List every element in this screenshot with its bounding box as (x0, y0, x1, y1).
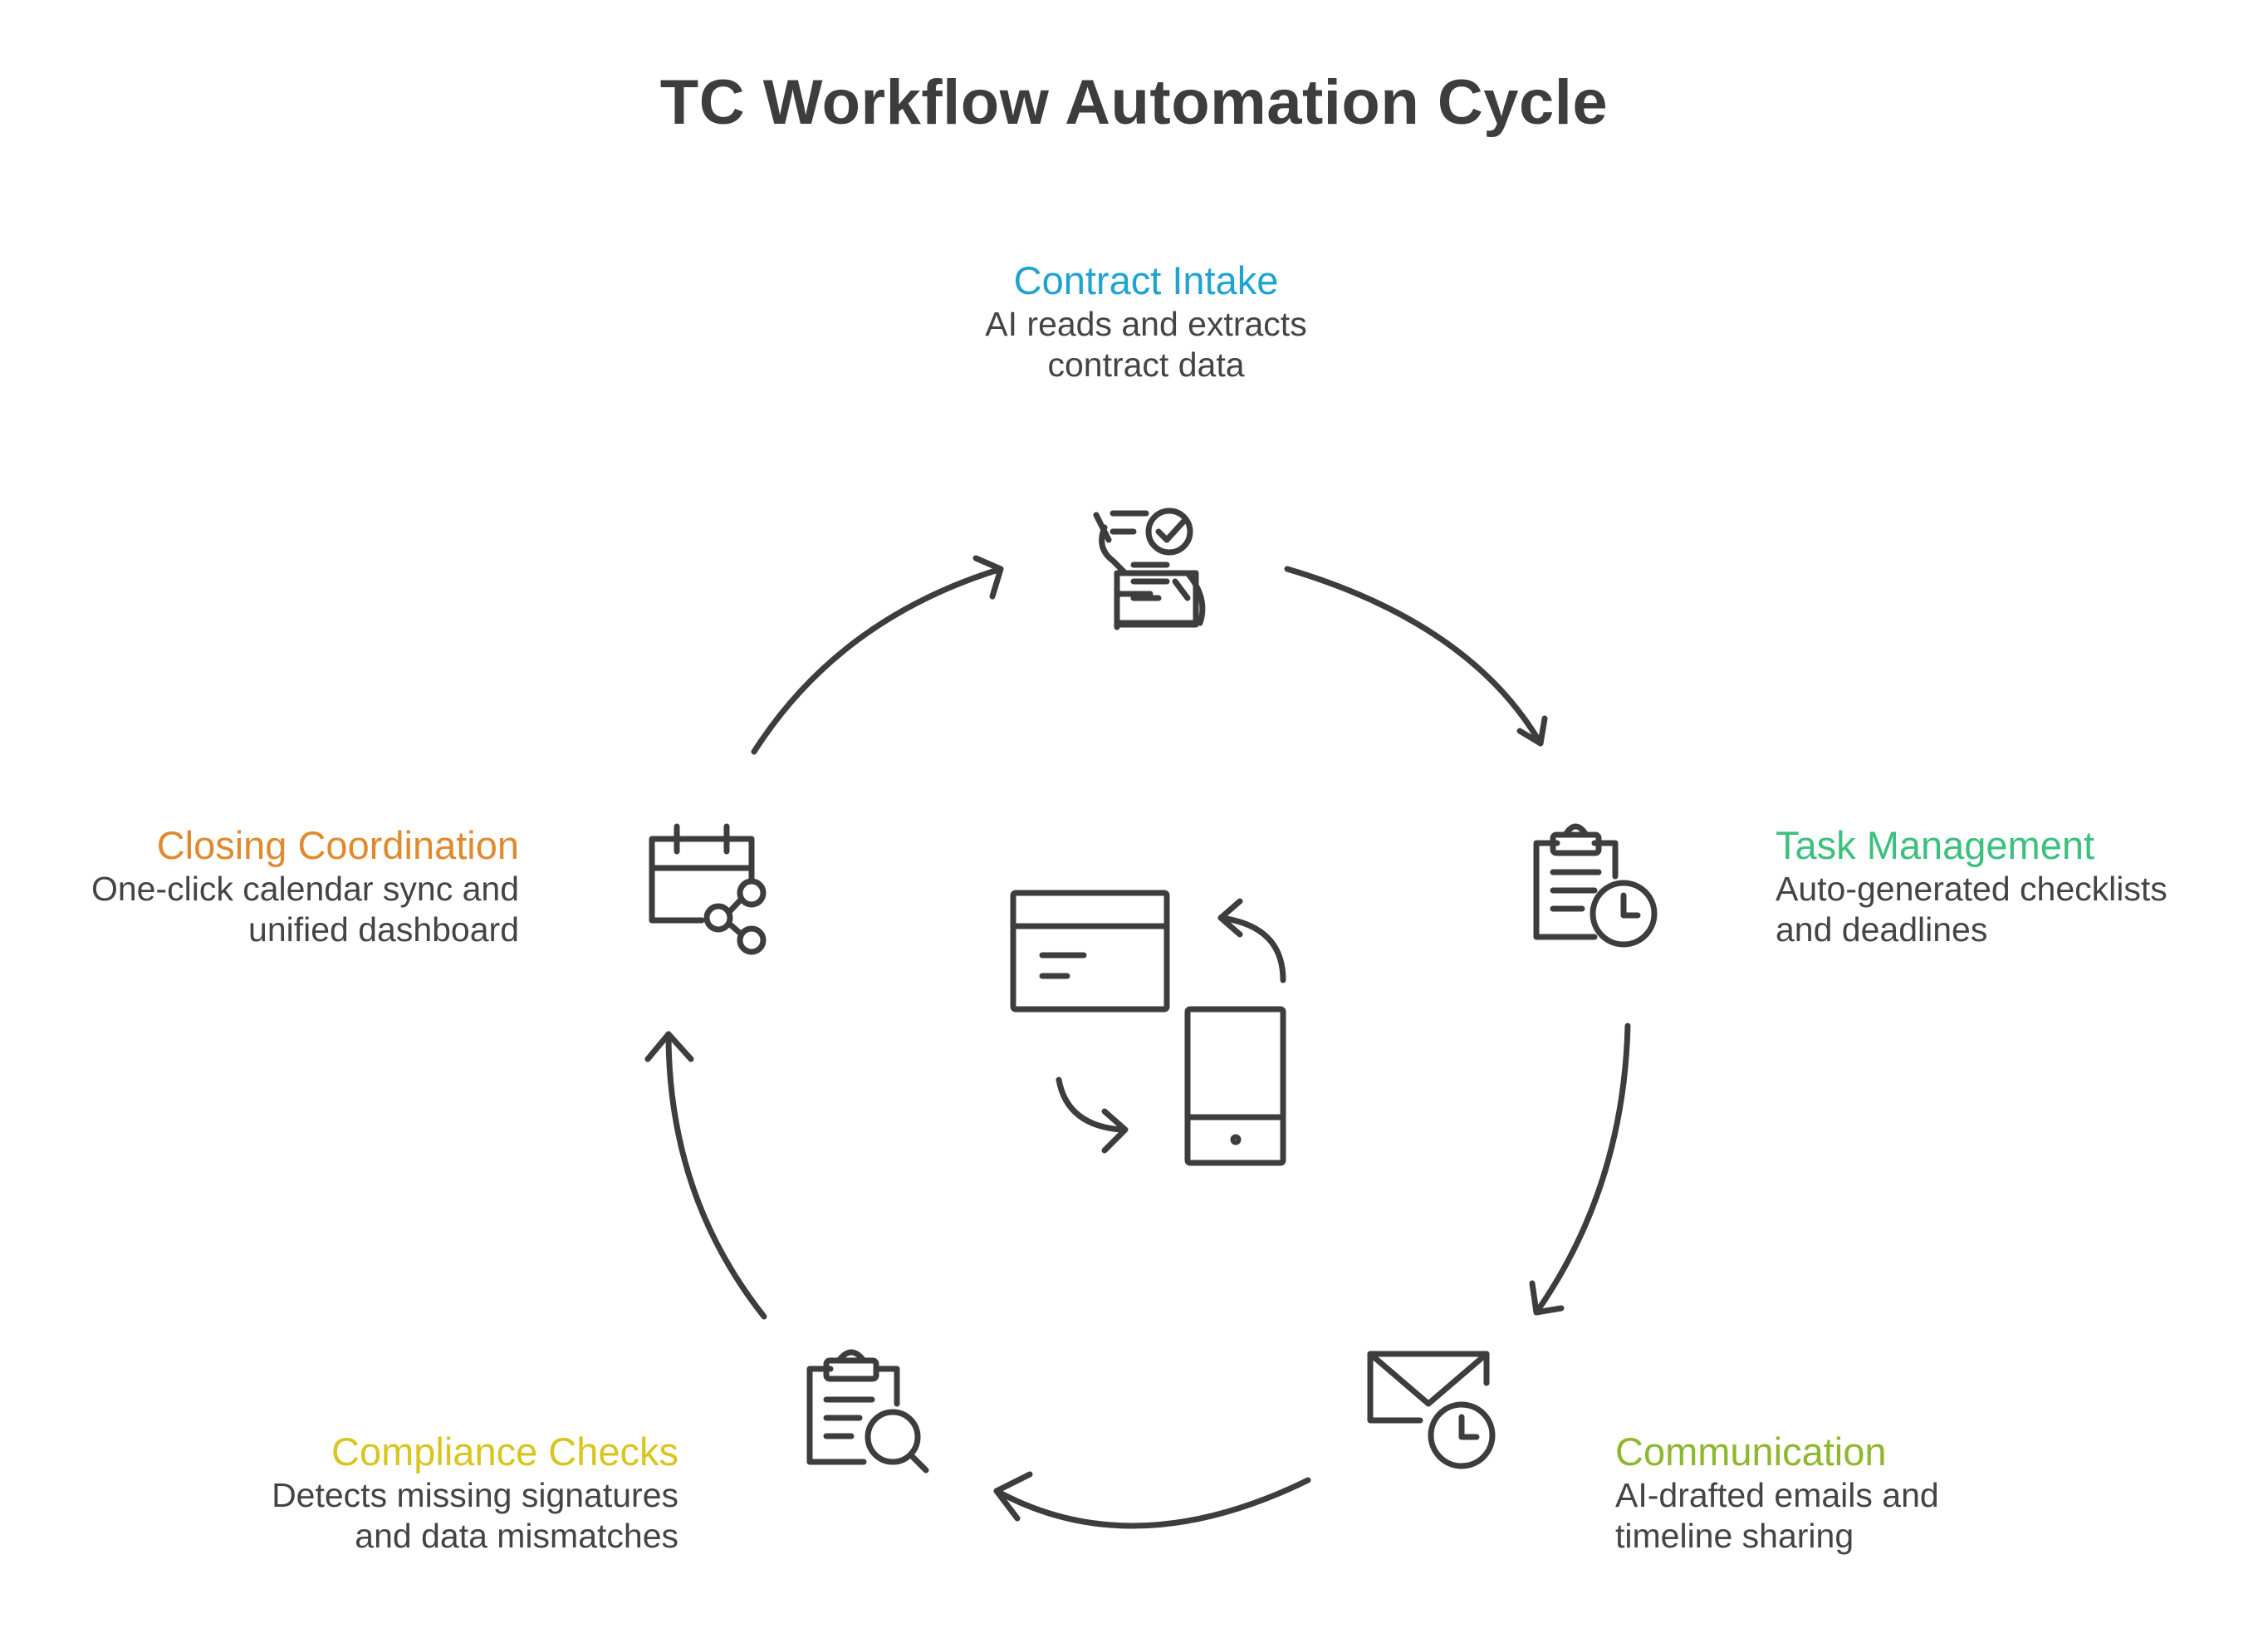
step-label: Closing Coordination (156, 823, 519, 867)
step-description-line: Detects missing signatures (272, 1476, 678, 1514)
cycle-arrow-task-to-communication (1529, 1022, 1631, 1316)
step-description-line: Auto-generated checklists (1776, 870, 2168, 908)
cycle-arrow-communication-to-compliance (993, 1471, 1311, 1529)
step-communication: Communication AI-drafted emails and time… (1615, 1429, 2080, 1557)
step-label: Task Management (1776, 823, 2095, 867)
step-description-line: AI-drafted emails and (1615, 1476, 1939, 1514)
step-description-line: AI reads and extracts (985, 305, 1307, 343)
step-label: Contract Intake (1013, 258, 1279, 302)
envelope-clock-icon (1367, 1351, 1496, 1469)
step-task-management: Task Management Auto-generated checklist… (1776, 822, 2241, 950)
step-description-line: One-click calendar sync and (91, 870, 519, 908)
clipboard-search-icon (806, 1349, 929, 1474)
cycle-arrow-intake-to-task (1284, 566, 1548, 747)
step-description-line: unified dashboard (248, 910, 519, 949)
clipboard-clock-icon (1533, 823, 1658, 948)
step-compliance-checks: Compliance Checks Detects missing signat… (180, 1429, 678, 1557)
step-closing-coordination: Closing Coordination One-click calendar … (17, 822, 519, 950)
step-description-line: and data mismatches (355, 1517, 678, 1555)
step-contract-intake: Contract Intake AI reads and extracts co… (897, 257, 1395, 385)
step-label: Compliance Checks (331, 1429, 678, 1474)
cycle-arrow-compliance-to-closing (644, 1031, 767, 1320)
step-label: Communication (1615, 1429, 1887, 1474)
device-sync-icon (1010, 890, 1286, 1166)
cycle-arrow-closing-to-intake (751, 555, 1004, 755)
step-description-line: timeline sharing (1615, 1517, 1854, 1555)
contract-intake-icon (1093, 508, 1206, 630)
step-description-line: and deadlines (1776, 910, 1988, 949)
page-title: TC Workflow Automation Cycle (659, 67, 1609, 138)
calendar-share-icon (649, 823, 767, 955)
step-description-line: contract data (1047, 346, 1245, 384)
